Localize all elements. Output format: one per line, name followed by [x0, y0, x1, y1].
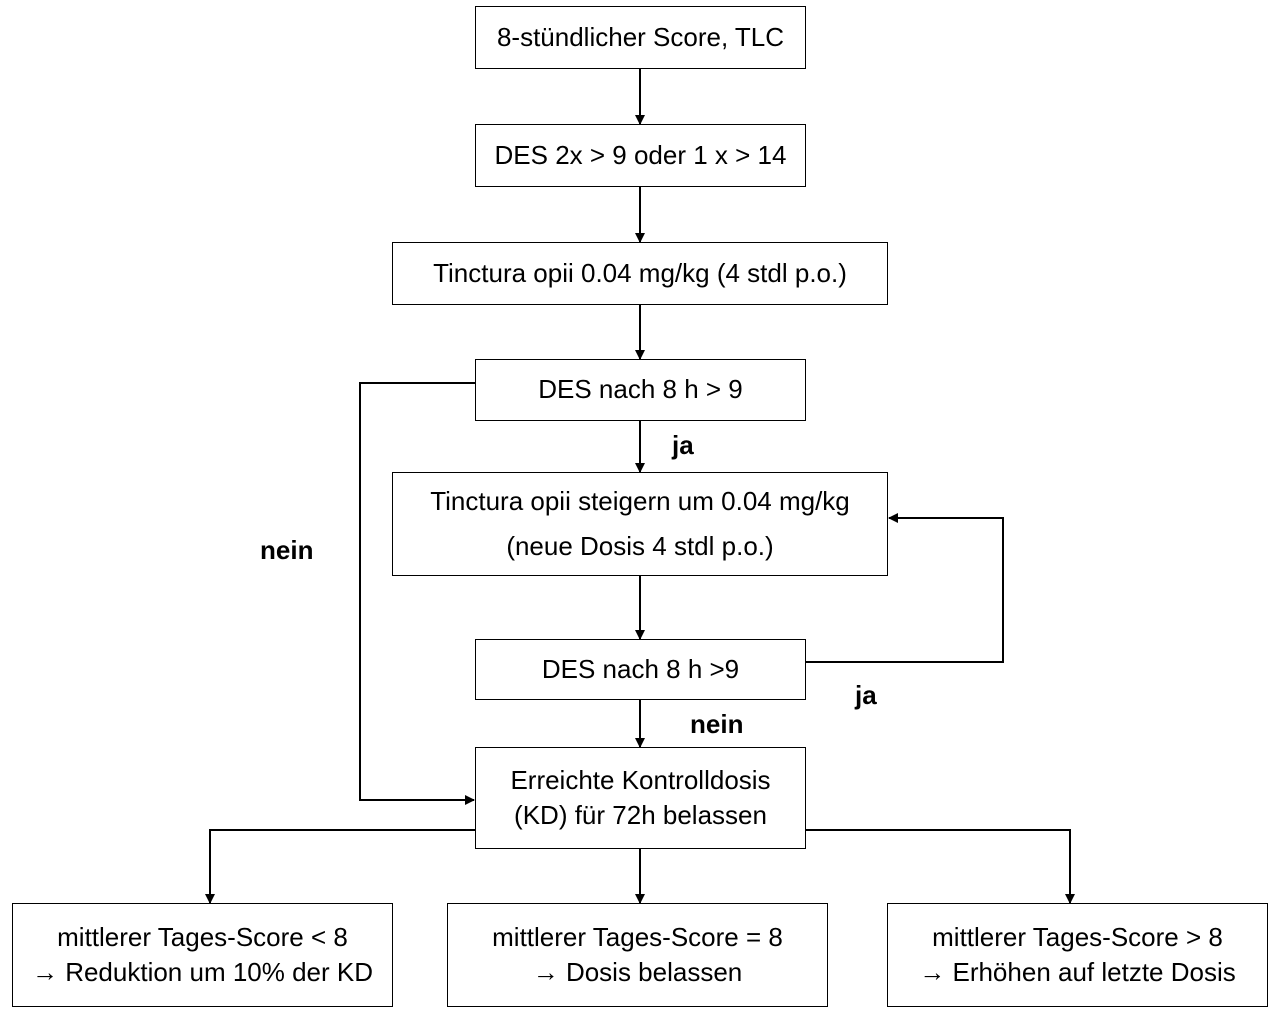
node-tinctura-start-text: Tinctura opii 0.04 mg/kg (4 stdl p.o.) [433, 257, 847, 288]
node-des-check-2: DES nach 8 h >9 [475, 639, 806, 700]
node-score-tlc-text: 8-stündlicher Score, TLC [496, 21, 785, 52]
node-outcome-score-below-8-line2: → Reduktion um 10% der KD [31, 957, 374, 987]
label-check1-yes: ja [672, 430, 694, 460]
node-des-check-2-text: DES nach 8 h >9 [541, 653, 740, 684]
arrow-check2-yes-loop [805, 513, 1004, 663]
node-outcome-score-below-8: mittlerer Tages-Score < 8 → Reduktion um… [12, 903, 393, 1007]
node-des-threshold-text: DES 2x > 9 oder 1 x > 14 [494, 139, 787, 170]
node-outcome-score-above-8: mittlerer Tages-Score > 8 → Erhöhen auf … [887, 903, 1268, 1007]
node-control-dose: Erreichte Kontrolldosis (KD) für 72h bel… [475, 747, 806, 849]
node-outcome-score-equal-8: mittlerer Tages-Score = 8 → Dosis belass… [447, 903, 828, 1007]
label-check1-no: nein [260, 535, 314, 565]
arrow-check1-no-to-control [359, 382, 475, 805]
node-des-check-1: DES nach 8 h > 9 [475, 359, 806, 421]
arrow-control-to-outcome-gt [805, 829, 1075, 904]
node-tinctura-start: Tinctura opii 0.04 mg/kg (4 stdl p.o.) [392, 242, 888, 305]
node-control-dose-line2: (KD) für 72h belassen [514, 800, 767, 830]
node-outcome-score-equal-8-line2: → Dosis belassen [532, 957, 743, 987]
arrow-control-to-outcome-lt [205, 829, 475, 904]
node-des-check-1-text: DES nach 8 h > 9 [538, 374, 743, 405]
node-outcome-score-above-8-line2: → Erhöhen auf letzte Dosis [919, 957, 1236, 987]
node-des-threshold: DES 2x > 9 oder 1 x > 14 [475, 124, 806, 187]
label-check2-no: nein [690, 709, 744, 739]
node-outcome-score-equal-8-line1: mittlerer Tages-Score = 8 [492, 921, 783, 952]
node-control-dose-line1: Erreichte Kontrolldosis [510, 764, 771, 795]
node-tinctura-increase: Tinctura opii steigern um 0.04 mg/kg (ne… [392, 472, 888, 576]
node-tinctura-increase-line1: Tinctura opii steigern um 0.04 mg/kg [430, 485, 850, 516]
node-outcome-score-above-8-line1: mittlerer Tages-Score > 8 [932, 921, 1223, 952]
node-tinctura-increase-line2: (neue Dosis 4 stdl p.o.) [506, 530, 774, 561]
node-outcome-score-below-8-line1: mittlerer Tages-Score < 8 [57, 921, 348, 952]
label-check2-yes: ja [855, 680, 877, 710]
node-score-tlc: 8-stündlicher Score, TLC [475, 6, 806, 69]
